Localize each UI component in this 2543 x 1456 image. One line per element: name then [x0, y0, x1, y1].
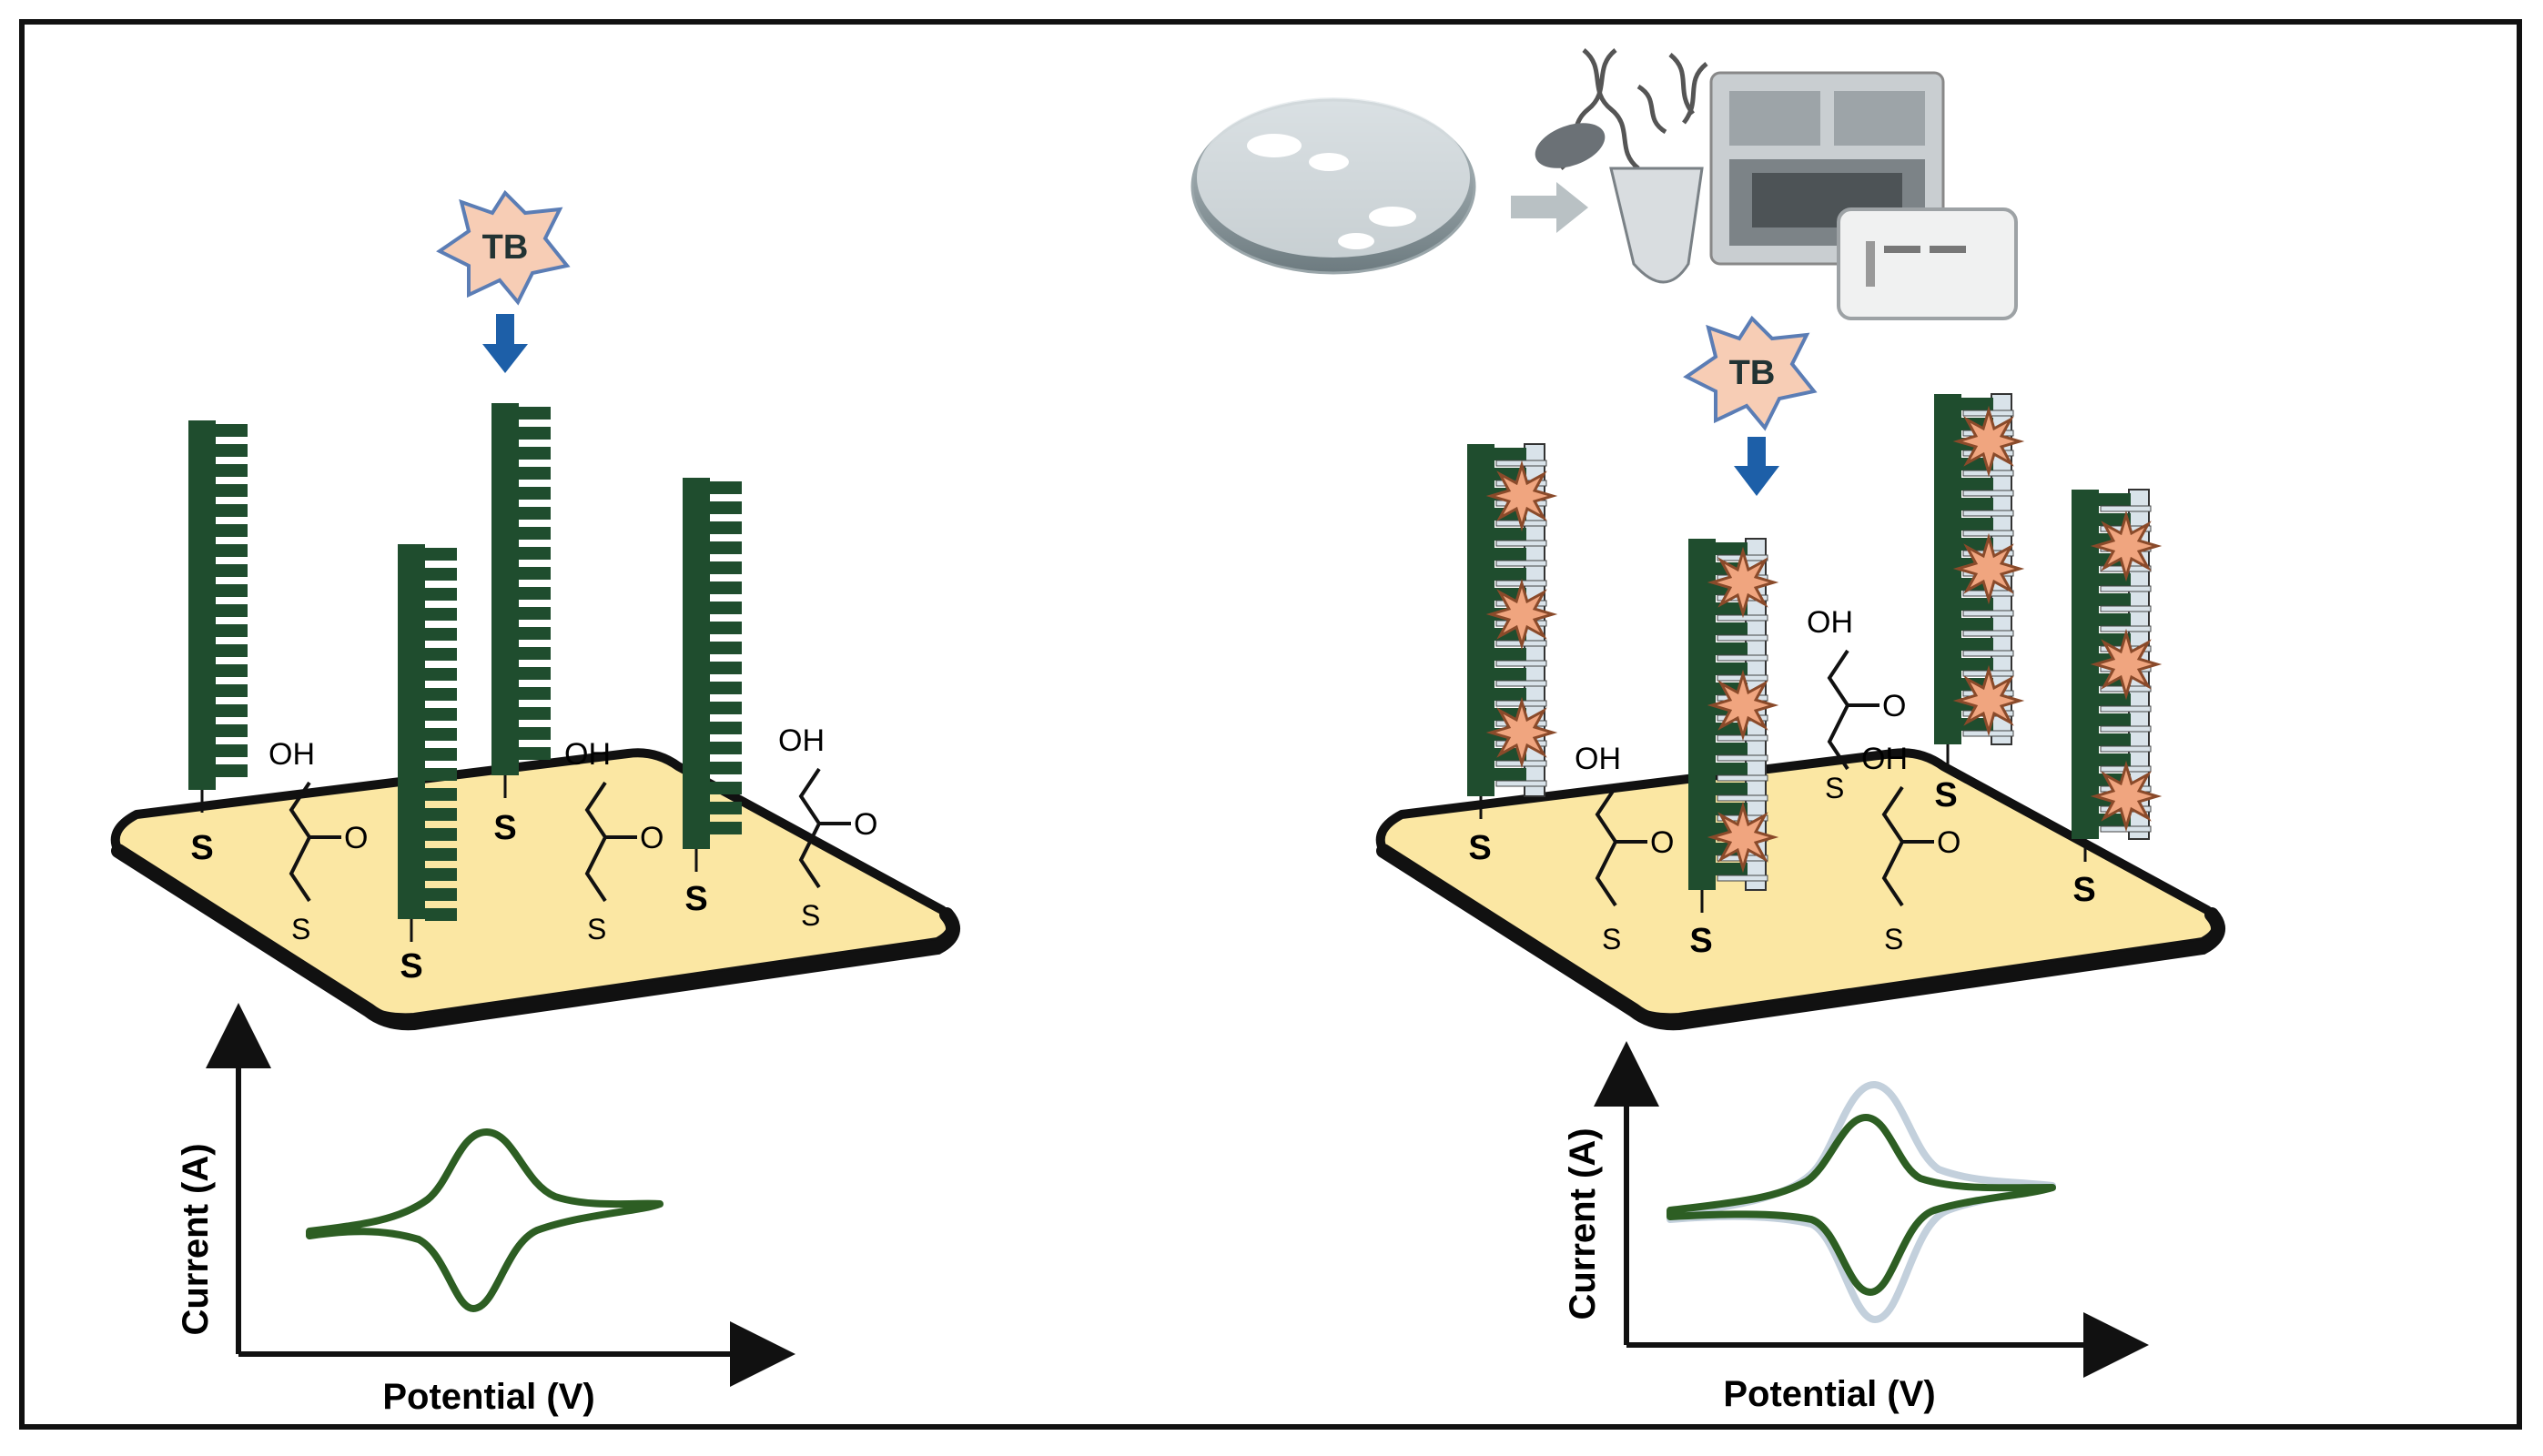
left-cv-plot: Current (A) Potential (V) [176, 1003, 795, 1417]
mch-carbonyl-label: O [854, 807, 877, 842]
left-mch-molecule-3: OH O S [778, 723, 877, 932]
right-down-arrow-icon [1734, 437, 1779, 496]
left-cv-xlabel: Potential (V) [382, 1377, 594, 1417]
bound-target-star-icon [2090, 628, 2163, 701]
left-gold-surface-edge [111, 844, 960, 1031]
right-tb-star: TB [1683, 315, 1818, 431]
bound-target-star-icon [1707, 801, 1779, 874]
reader-device-icon [1837, 207, 2018, 320]
left-gold-surface [110, 748, 957, 1023]
bound-target-star-icon [1952, 532, 2025, 605]
left-mch-molecule-2: OH O S [564, 737, 664, 945]
tb-label: TB [1729, 354, 1776, 392]
right-thiol-label-2: S [1689, 922, 1712, 960]
eppendorf-tube-icon [1535, 123, 1704, 284]
mch-hydroxyl-label: OH [564, 737, 611, 772]
left-down-arrow-icon [482, 314, 528, 373]
bound-target-star-icon [2090, 510, 2163, 582]
mch-hydroxyl-label: OH [1575, 742, 1621, 776]
mch-hydroxyl-label: OH [778, 723, 825, 758]
probe-strand [491, 403, 551, 798]
left-thiol-label-4: S [684, 880, 707, 918]
left-mch-molecule-1: OH O S [268, 737, 368, 945]
mch-sulfur-label: S [1602, 923, 1621, 956]
mch-sulfur-label: S [291, 913, 310, 945]
left-probe-strands [188, 403, 742, 942]
probe-strand [683, 478, 742, 872]
mch-carbonyl-label: O [1937, 825, 1960, 860]
left-thiol-label-2: S [400, 947, 422, 986]
right-cv-curve [1667, 1114, 2056, 1296]
bound-target-star-icon [1485, 578, 1558, 651]
right-panel: S S S S OH O S OH O S OH O S TB [1190, 48, 2225, 1414]
mch-sulfur-label: S [801, 899, 820, 932]
left-cv-curve [306, 1127, 664, 1312]
right-mch-molecule-1: OH O S [1575, 742, 1674, 956]
petri-dish-icon [1190, 97, 1476, 275]
right-cv-xlabel: Potential (V) [1723, 1374, 1935, 1414]
mch-hydroxyl-label: OH [1807, 605, 1853, 640]
right-mch-molecule-2: OH O S [1807, 605, 1906, 804]
left-panel: S S S S OH O S OH O S OH O S TB [110, 189, 960, 1417]
left-cv-ylabel: Current (A) [176, 1143, 216, 1335]
left-tb-star: TB [436, 189, 571, 306]
right-mch-molecule-3: OH O S [1861, 742, 1960, 956]
mch-carbonyl-label: O [640, 821, 664, 855]
right-gold-surface-edge [1376, 844, 2225, 1031]
bound-target-star-icon [1485, 460, 1558, 532]
right-hybrid-strands [1467, 393, 2163, 913]
right-cv-ylabel: Current (A) [1563, 1127, 1603, 1320]
mch-hydroxyl-label: OH [1861, 742, 1908, 776]
bound-target-star-icon [1707, 669, 1779, 742]
process-arrow-icon [1511, 182, 1588, 233]
outer-frame [19, 19, 2522, 1430]
mch-sulfur-label: S [587, 913, 606, 945]
tb-label: TB [482, 228, 529, 267]
left-thiol-label-3: S [493, 809, 516, 847]
mch-sulfur-label: S [1884, 923, 1903, 956]
mch-carbonyl-label: O [1650, 825, 1674, 860]
mch-hydroxyl-label: OH [268, 737, 315, 772]
bound-target-star-icon [1707, 546, 1779, 619]
probe-strand [188, 420, 248, 813]
mch-carbonyl-label: O [344, 821, 368, 855]
mch-carbonyl-label: O [1882, 689, 1906, 723]
bound-target-star-icon [1952, 664, 2025, 737]
left-thiol-label-1: S [190, 829, 213, 867]
right-cv-plot: Current (A) Potential (V) [1563, 1041, 2149, 1414]
right-thiol-label-1: S [1468, 829, 1491, 867]
mch-sulfur-label: S [1825, 772, 1844, 804]
bound-target-star-icon [1485, 696, 1558, 769]
right-thiol-label-3: S [1934, 776, 1957, 814]
probe-strand [398, 544, 457, 942]
bound-target-star-icon [2090, 760, 2163, 833]
right-thiol-label-4: S [2072, 871, 2095, 909]
bound-target-star-icon [1952, 405, 2025, 478]
